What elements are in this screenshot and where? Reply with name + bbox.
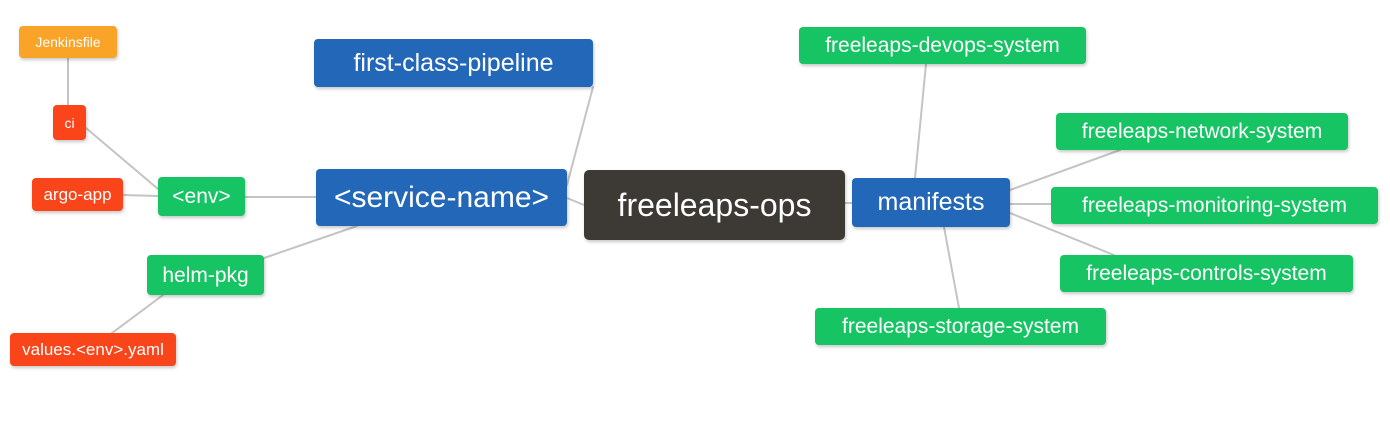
node-ci[interactable]: ci <box>53 105 86 140</box>
edge-service-name-to-helm-pkg <box>263 225 358 259</box>
node-env[interactable]: <env> <box>158 177 245 216</box>
edge-env-to-argo-app <box>122 194 159 197</box>
edge-manifests-to-freeleaps-devops-system <box>914 63 927 179</box>
node-freeleaps-controls-system[interactable]: freeleaps-controls-system <box>1060 255 1353 292</box>
node-manifests[interactable]: manifests <box>852 178 1010 227</box>
edge-manifests-to-freeleaps-network-system <box>1009 149 1121 191</box>
node-helm-pkg[interactable]: helm-pkg <box>147 255 264 295</box>
node-values-env-yaml[interactable]: values.<env>.yaml <box>10 333 176 366</box>
node-freeleaps-monitoring-system[interactable]: freeleaps-monitoring-system <box>1051 187 1378 224</box>
edge-helm-pkg-to-values-env-yaml <box>111 294 164 334</box>
node-service-name[interactable]: <service-name> <box>316 169 567 226</box>
node-freeleaps-storage-system[interactable]: freeleaps-storage-system <box>815 308 1106 345</box>
node-first-class-pipeline[interactable]: first-class-pipeline <box>314 39 593 87</box>
node-argo-app[interactable]: argo-app <box>32 178 123 211</box>
node-freeleaps-network-system[interactable]: freeleaps-network-system <box>1056 113 1348 150</box>
node-freeleaps-ops[interactable]: freeleaps-ops <box>584 170 845 240</box>
edge-manifests-to-freeleaps-storage-system <box>943 226 960 309</box>
node-jenkinsfile[interactable]: Jenkinsfile <box>19 26 117 58</box>
edge-freeleaps-ops-to-service-name <box>566 197 585 206</box>
node-freeleaps-devops-system[interactable]: freeleaps-devops-system <box>799 27 1086 64</box>
